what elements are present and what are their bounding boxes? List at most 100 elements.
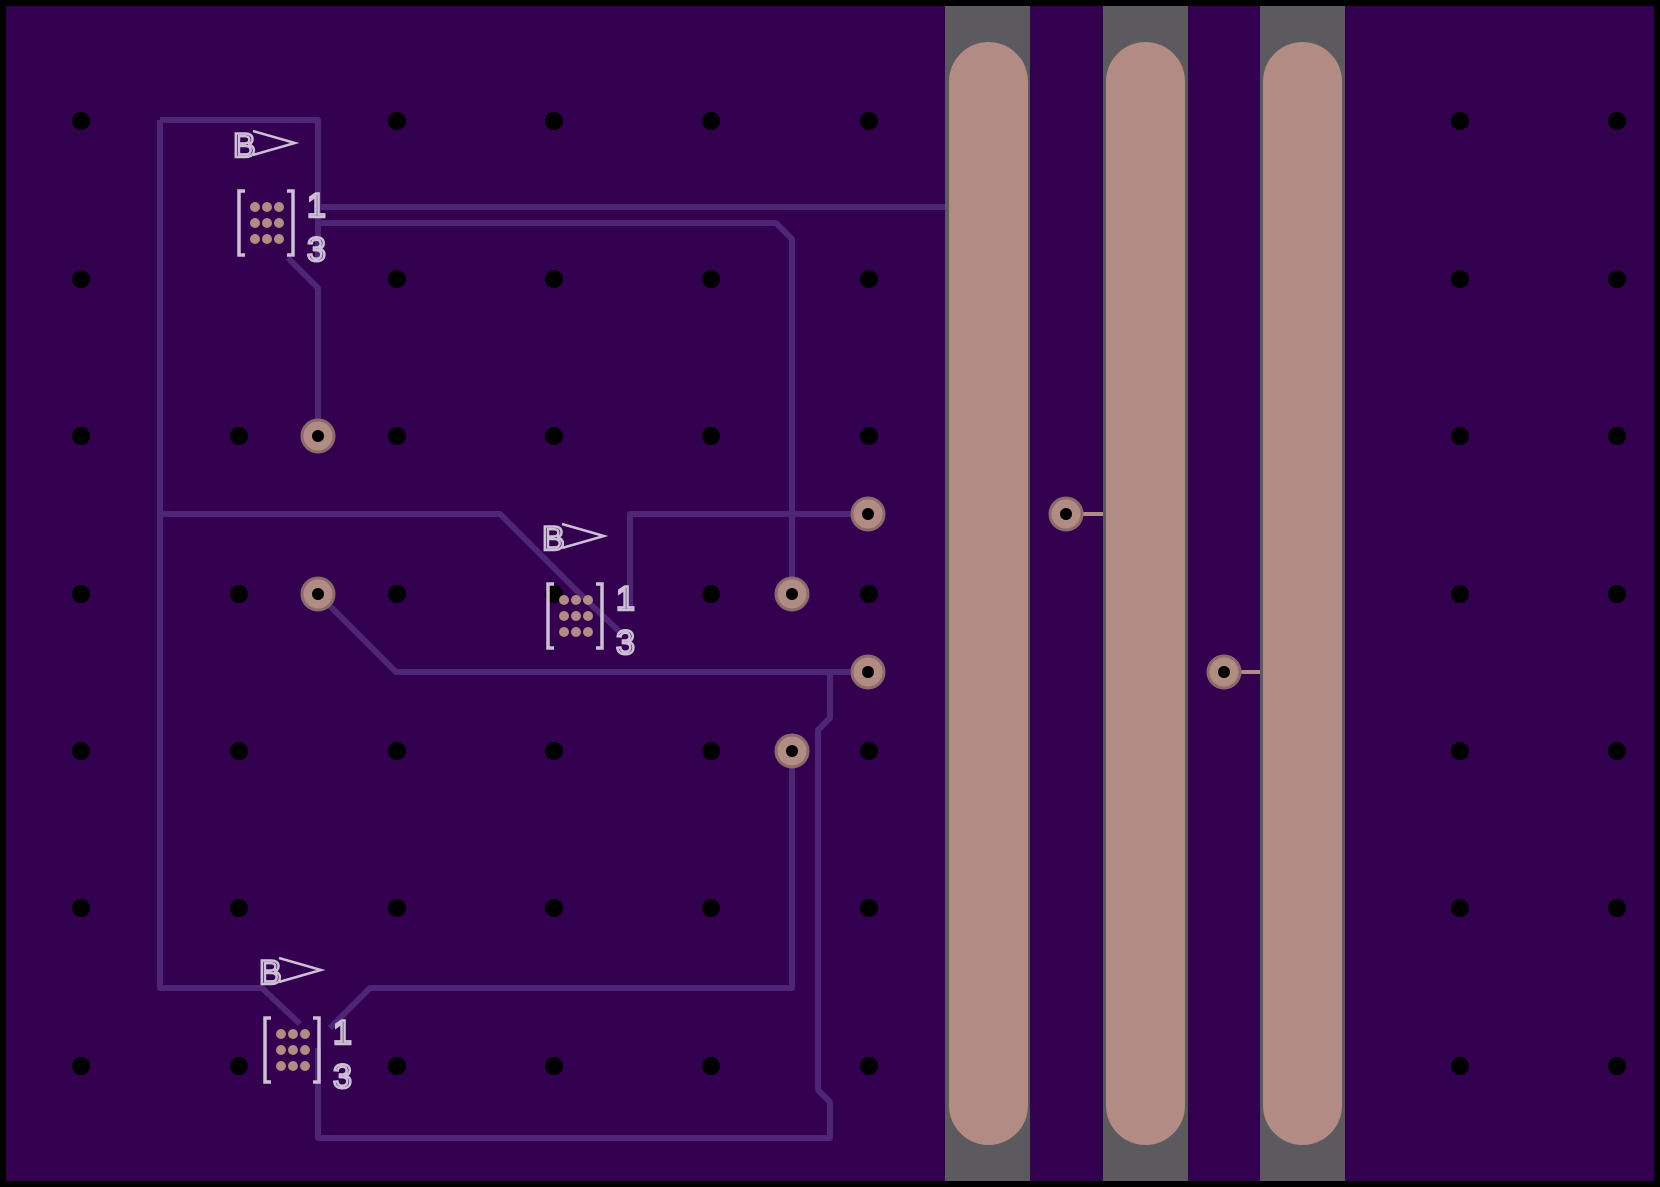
drill-hole: [72, 1057, 90, 1075]
trace-bottom-loop: [327, 750, 795, 1031]
trace-mid-to-via: [627, 511, 868, 610]
drill-hole: [1608, 899, 1626, 917]
hole-grid: [72, 112, 1626, 1075]
drill-hole: [388, 742, 406, 760]
component-3-bracket-right: [313, 1016, 321, 1084]
component-2-triangle-icon: [561, 522, 609, 550]
drill-hole: [1451, 742, 1469, 760]
drill-hole: [72, 899, 90, 917]
component-2-designator: B: [542, 520, 565, 558]
component-3-designator: B: [259, 954, 282, 992]
component-2-pin1: 1: [616, 580, 635, 618]
drill-hole: [388, 112, 406, 130]
drill-hole: [1608, 1057, 1626, 1075]
drill-hole: [388, 585, 406, 603]
component-1-triangle-icon: [252, 129, 300, 157]
drill-hole: [702, 112, 720, 130]
drill-hole: [545, 742, 563, 760]
component-1-bracket-right: [287, 189, 295, 257]
copper-strip-3: [1263, 42, 1342, 1145]
copper-strips: [949, 42, 1342, 1145]
drill-hole: [702, 427, 720, 445]
drill-hole: [545, 427, 563, 445]
drill-hole: [545, 112, 563, 130]
component-2: B 1 3: [541, 519, 636, 664]
via-hole: [862, 666, 874, 678]
drill-hole: [230, 1057, 248, 1075]
component-1-pads: [250, 202, 284, 244]
vias: [300, 418, 1242, 769]
component-1-pin1: 1: [307, 187, 326, 225]
drill-hole: [860, 1057, 878, 1075]
drill-hole: [702, 270, 720, 288]
drill-hole: [545, 270, 563, 288]
drill-hole: [702, 585, 720, 603]
trace-lower-bus: [315, 591, 868, 675]
via-hole: [1060, 508, 1072, 520]
drill-hole: [860, 112, 878, 130]
component-3: B 1 3: [258, 953, 353, 1098]
component-1-bracket-left: [237, 189, 245, 257]
drill-hole: [860, 899, 878, 917]
component-1-designator: B: [233, 127, 256, 165]
component-3-pin1: 1: [333, 1014, 352, 1052]
via-hole: [786, 745, 798, 757]
component-3-pin3: 3: [333, 1058, 352, 1096]
drill-hole: [1608, 742, 1626, 760]
component-3-pads: [276, 1029, 310, 1071]
component-2-bracket-right: [596, 582, 604, 650]
component-2-pin3: 3: [616, 624, 635, 662]
drill-hole: [72, 742, 90, 760]
via-hole: [786, 588, 798, 600]
trace-comp1-down: [285, 255, 321, 436]
copper-strip-1: [949, 42, 1028, 1145]
trace-right-drop: [315, 672, 833, 1141]
component-1-pin3: 3: [307, 231, 326, 269]
drill-hole: [230, 585, 248, 603]
via-hole: [862, 508, 874, 520]
drill-hole: [1451, 899, 1469, 917]
drill-hole: [1451, 585, 1469, 603]
drill-hole: [1451, 270, 1469, 288]
drill-hole: [860, 427, 878, 445]
copper-strip-2: [1106, 42, 1185, 1145]
drill-hole: [388, 427, 406, 445]
drill-hole: [1451, 112, 1469, 130]
via-hole: [312, 588, 324, 600]
drill-hole: [702, 1057, 720, 1075]
drill-hole: [1608, 270, 1626, 288]
drill-hole: [72, 427, 90, 445]
drill-hole: [72, 585, 90, 603]
via-hole: [312, 430, 324, 442]
via-hole: [1218, 666, 1230, 678]
drill-hole: [545, 899, 563, 917]
drill-hole: [230, 742, 248, 760]
drill-hole: [388, 1057, 406, 1075]
drill-hole: [1608, 585, 1626, 603]
drill-hole: [702, 742, 720, 760]
drill-hole: [702, 899, 720, 917]
drill-hole: [860, 270, 878, 288]
drill-hole: [388, 899, 406, 917]
traces: [157, 117, 1260, 1141]
component-1: B 1 3: [232, 126, 327, 271]
component-2-bracket-left: [546, 582, 554, 650]
trace-left-frame: [157, 117, 321, 1027]
drill-hole: [860, 585, 878, 603]
drill-hole: [388, 270, 406, 288]
drill-hole: [72, 270, 90, 288]
drill-hole: [230, 899, 248, 917]
drill-hole: [545, 1057, 563, 1075]
component-3-triangle-icon: [278, 956, 326, 984]
component-3-bracket-left: [263, 1016, 271, 1084]
drill-hole: [1451, 427, 1469, 445]
drill-hole: [230, 427, 248, 445]
component-2-pads: [559, 595, 593, 637]
drill-hole: [72, 112, 90, 130]
drill-hole: [860, 742, 878, 760]
trace-upper-bus: [318, 220, 795, 594]
drill-hole: [1608, 427, 1626, 445]
drill-hole: [1608, 112, 1626, 130]
